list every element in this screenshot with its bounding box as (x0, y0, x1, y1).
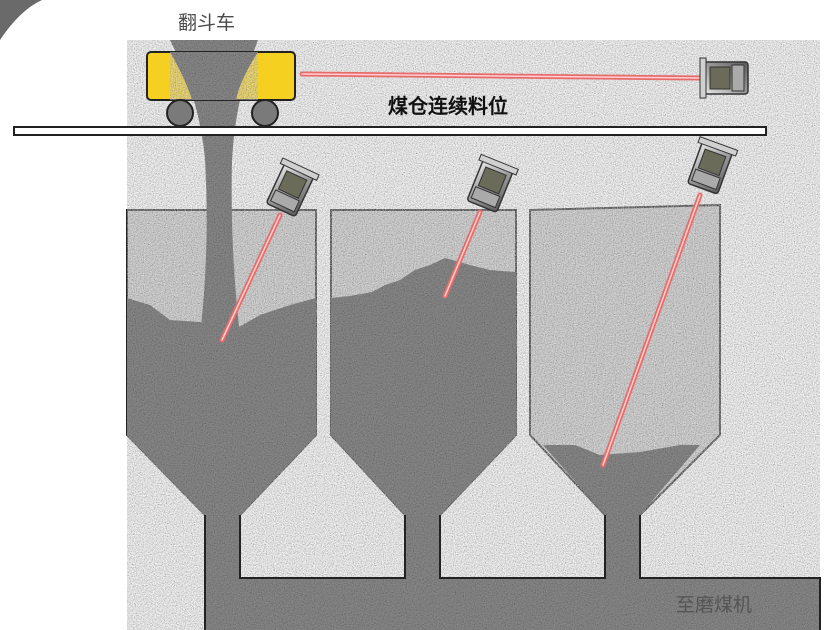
dump-truck-label: 翻斗车 (178, 12, 236, 34)
corner-curl (0, 0, 42, 40)
diagram-title: 煤仓连续料位 (388, 94, 508, 118)
cart-wheel-left (166, 99, 194, 127)
conveyor-outline (204, 515, 821, 630)
cart-wheel-right (251, 99, 279, 127)
rail-track (13, 126, 767, 136)
level-sensor-cart (699, 57, 749, 99)
destination-label: 至磨煤机 (676, 594, 753, 616)
level-sensor-silo-3 (682, 135, 739, 197)
laser-beams (219, 71, 703, 468)
coal-fill (127, 40, 820, 630)
level-sensor-silo-2 (462, 153, 520, 215)
dump-cart (146, 51, 296, 127)
